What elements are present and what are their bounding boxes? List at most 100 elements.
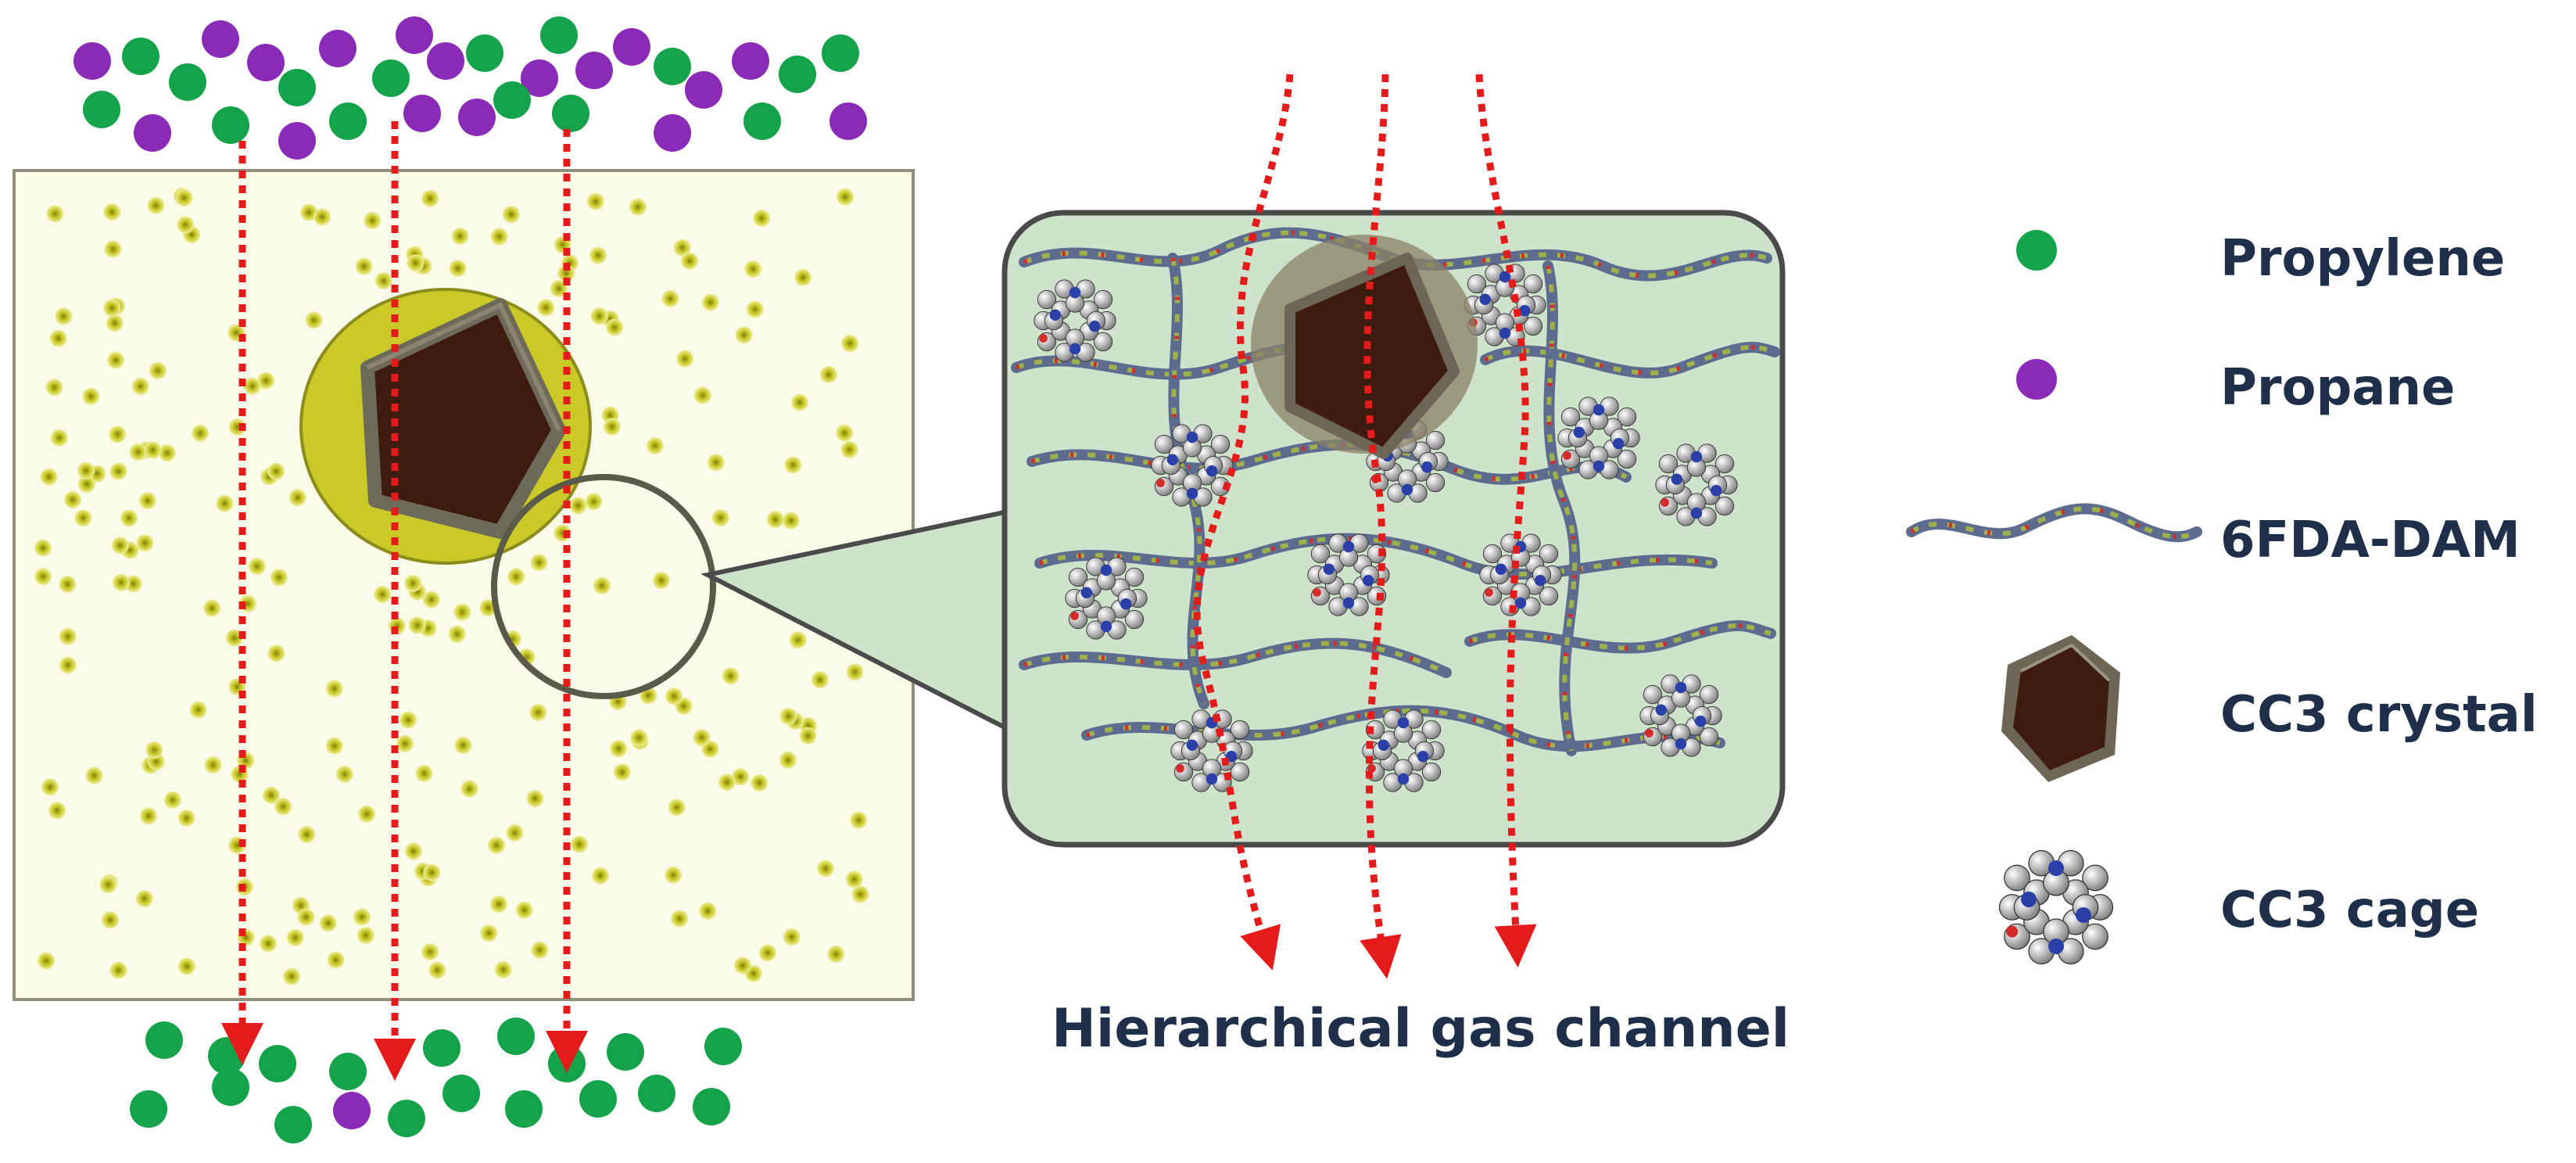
filler-dot <box>734 957 751 975</box>
filler-dot <box>453 603 471 621</box>
flow-arrows <box>221 74 1537 1081</box>
filler-dot <box>364 211 382 229</box>
filler-dot <box>820 365 837 383</box>
filler-dot <box>82 387 100 405</box>
filler-dot <box>109 961 127 979</box>
filler-dot <box>571 835 588 853</box>
filler-dot <box>177 216 195 234</box>
propane-molecule <box>458 99 496 136</box>
filler-dot <box>585 493 603 511</box>
filler-dot <box>64 491 81 508</box>
filler-dot <box>158 444 176 462</box>
filler-dot <box>488 836 506 854</box>
filler-dot <box>744 260 762 278</box>
polymer-chain <box>1542 260 1581 756</box>
filler-dot <box>85 766 103 784</box>
filler-dot <box>103 203 121 221</box>
filler-dot <box>120 509 138 527</box>
filler-dot <box>676 350 694 368</box>
filler-dot <box>693 386 711 404</box>
filler-dot <box>529 703 547 721</box>
propane-molecule <box>333 1092 371 1129</box>
filler-dot <box>396 734 414 752</box>
filler-dot <box>526 790 544 807</box>
filler-dot <box>428 961 446 979</box>
polymer-legend-label: 6FDA-DAM <box>2220 512 2520 569</box>
filler-dot <box>34 568 52 586</box>
propylene-molecule <box>704 1028 742 1065</box>
propane-legend-label: Propane <box>2220 359 2455 417</box>
filler-dot <box>288 489 306 507</box>
filler-dot <box>735 326 753 344</box>
filler-dot <box>811 671 829 689</box>
propylene-molecule <box>654 48 691 85</box>
filler-dot <box>449 260 467 278</box>
cc3-cage <box>1151 424 1234 507</box>
legend: Propylene Propane 6FDA-DAM CC3 crystal C… <box>1906 230 2538 965</box>
filler-dot <box>421 943 439 961</box>
propylene-molecule <box>497 1018 535 1055</box>
filler-dot <box>74 509 92 527</box>
filler-dot <box>766 511 784 529</box>
propylene-molecule <box>278 69 316 106</box>
filler-dot <box>297 908 315 926</box>
flow-arrow <box>1475 74 1537 967</box>
filler-dot <box>145 741 163 759</box>
filler-dot <box>248 558 266 576</box>
filler-dot <box>779 707 797 725</box>
filler-dot <box>661 289 679 307</box>
filler-dot <box>699 902 717 920</box>
filler-dot <box>646 436 664 454</box>
filler-dot <box>845 870 863 888</box>
filler-dot <box>673 239 691 257</box>
propylene-molecule <box>259 1045 296 1082</box>
feed-gas-molecules <box>73 16 867 160</box>
propylene-molecule <box>779 56 816 93</box>
polymer-chain <box>1464 620 1776 654</box>
filler-dot <box>286 928 304 946</box>
propylene-molecule <box>552 95 589 132</box>
filler-dot <box>490 896 508 914</box>
propane-molecule <box>403 95 441 132</box>
filler-dot <box>759 944 776 962</box>
zoom-origin-circle <box>491 474 716 699</box>
crystal-legend-label: CC3 crystal <box>2220 686 2538 744</box>
filler-dot <box>681 252 699 270</box>
propylene-legend-swatch <box>2016 230 2057 271</box>
filler-dot <box>267 462 285 480</box>
cc3-cage <box>1464 264 1546 346</box>
filler-dot <box>537 299 555 317</box>
propane-molecule <box>202 20 239 58</box>
filler-dot <box>415 764 433 782</box>
filler-dot <box>225 629 243 647</box>
filler-dot <box>846 663 864 681</box>
propane-molecule <box>247 44 285 81</box>
cc3-cage <box>1655 443 1738 526</box>
filler-dot <box>46 205 64 223</box>
filler-dot <box>746 300 764 318</box>
filler-dot <box>732 768 750 786</box>
filler-dot <box>48 802 66 820</box>
filler-dot <box>783 928 801 946</box>
filler-dot <box>722 667 740 685</box>
propane-molecule <box>654 114 691 152</box>
propane-molecule <box>685 71 722 109</box>
cc3-cage <box>1034 279 1116 362</box>
filler-dot <box>586 192 604 210</box>
filler-dot <box>707 454 725 472</box>
filler-dot <box>592 867 610 885</box>
filler-dot <box>358 805 376 823</box>
filler-dot <box>448 625 466 643</box>
filler-dot <box>319 914 337 932</box>
propylene-molecule <box>212 106 249 144</box>
filler-dot <box>267 644 285 662</box>
propylene-molecule <box>145 1021 183 1059</box>
propane-molecule <box>73 42 111 80</box>
filler-dot <box>779 751 797 769</box>
filler-dot <box>140 807 158 825</box>
filler-dot <box>784 456 802 474</box>
cage-legend-label: CC3 cage <box>2220 881 2479 939</box>
filler-dot <box>136 534 154 552</box>
filler-dot <box>59 576 77 593</box>
